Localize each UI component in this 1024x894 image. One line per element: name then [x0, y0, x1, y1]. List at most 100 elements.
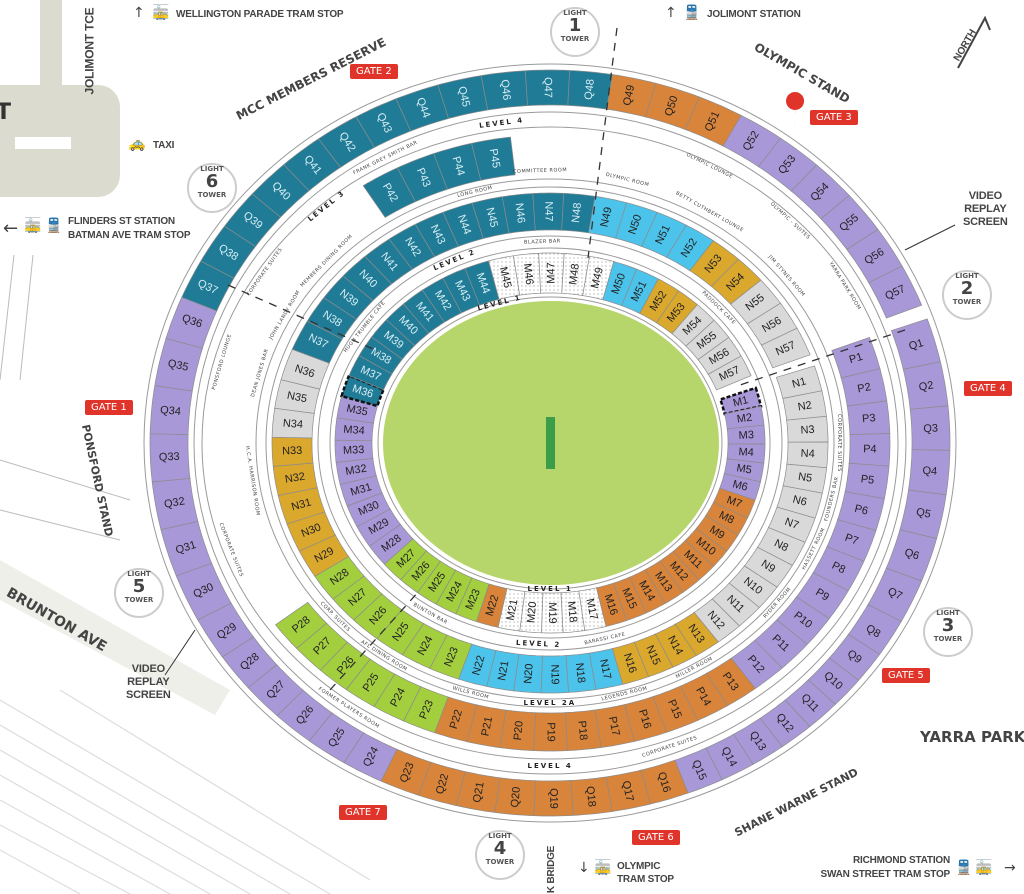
ring-outline [329, 247, 771, 639]
tower-light-label: LIGHT [936, 609, 960, 617]
section-label: Q7 [886, 585, 904, 602]
section-label: M33 [343, 444, 365, 457]
level-1-bottom-label: LEVEL 1 [527, 585, 573, 593]
section-label: N34 [282, 417, 303, 431]
tower-number: 3 [941, 615, 955, 636]
section-label: Q21 [471, 781, 487, 804]
section-label: Q4 [922, 465, 938, 478]
tower-sub-label: TOWER [952, 298, 982, 306]
section-label: P1 [848, 351, 864, 366]
section-label: Q32 [163, 495, 186, 510]
section-label: M6 [731, 478, 749, 493]
tower-sub-label: TOWER [124, 596, 154, 604]
section-label: Q22 [434, 772, 451, 795]
section-label: P3 [862, 412, 876, 425]
video-label: SCREEN [963, 216, 1008, 228]
section-label: M34 [343, 424, 365, 438]
section-m36[interactable] [340, 373, 386, 408]
section-label: P8 [830, 560, 847, 577]
section-label: N31 [290, 496, 313, 513]
section-label: M18 [565, 601, 579, 624]
section-label: N47 [542, 201, 554, 221]
section-label: N36 [293, 363, 316, 381]
tower-number: 2 [960, 278, 974, 299]
section-label: P5 [860, 473, 875, 487]
section-p28[interactable] [274, 601, 328, 649]
section-label: Q49 [621, 84, 637, 107]
section-label: Q6 [903, 546, 921, 562]
section-label: M4 [738, 446, 754, 459]
jolimont-station-label: JOLIMONT STATION [707, 9, 801, 20]
tower-light-label: LIGHT [127, 570, 151, 578]
batman-ave-tram-label: BATMAN AVE TRAM STOP [68, 230, 191, 241]
section-label: N6 [791, 494, 808, 509]
roads [0, 0, 371, 894]
video-label: SCREEN [126, 689, 171, 701]
section-n57[interactable] [760, 327, 811, 369]
section-label: Q47 [542, 77, 554, 98]
section-label: N3 [800, 424, 815, 437]
section-label: N8 [772, 537, 790, 554]
section-label: P19 [545, 722, 557, 742]
gate-5-badge: GATE 5 [882, 668, 930, 683]
olympic-tram-label-2: TRAM STOP [617, 874, 674, 885]
tower-sub-label: TOWER [197, 191, 227, 199]
tower-light-label: LIGHT [200, 165, 224, 173]
jolimont-tce-road [40, 0, 62, 100]
tower-number: 5 [132, 576, 146, 597]
section-label: M3 [738, 429, 754, 442]
tower-sub-label: TOWER [485, 858, 515, 866]
dashed-sector-lines [227, 27, 906, 691]
arrow-up-icon: ↑ [665, 5, 677, 21]
left-lines [0, 254, 131, 541]
section-label: Q16 [655, 771, 673, 794]
taxi-icon: 🚕 [128, 136, 146, 152]
section-label: Q19 [547, 788, 559, 809]
ring-outline [255, 178, 845, 708]
section-label: P45 [487, 148, 502, 169]
section-label: N4 [800, 448, 815, 461]
section-label: N7 [783, 516, 800, 532]
section-label: M32 [345, 463, 368, 478]
section-q57[interactable] [868, 265, 923, 319]
level-2a-label: LEVEL 2A [523, 699, 577, 707]
section-label: N35 [286, 390, 308, 406]
tower-sub-label: TOWER [933, 635, 963, 643]
train-icon: 🚆 [45, 218, 63, 234]
section-label: P6 [853, 503, 869, 518]
tower-light-label: LIGHT [488, 832, 512, 840]
arrow-up-icon: ↑ [133, 5, 145, 21]
video-label: REPLAY [127, 676, 170, 688]
section-label: N19 [548, 664, 560, 684]
section-label: M2 [736, 412, 753, 426]
olympic-tram-label-1: OLYMPIC [617, 861, 661, 872]
tower-number: 1 [568, 15, 582, 36]
section-m57[interactable] [707, 355, 752, 391]
ring-outlines [143, 63, 957, 823]
brunton-ave-road [0, 560, 230, 715]
section-label: Q17 [620, 780, 636, 803]
section-p45[interactable] [471, 136, 516, 181]
gate-1-badge: GATE 1 [85, 400, 133, 415]
section-label: M1 [732, 394, 750, 409]
ring-outline [377, 296, 723, 590]
ring-outline [317, 235, 783, 651]
section-label: M20 [525, 601, 539, 623]
section-label: M47 [545, 262, 557, 283]
jolimont-tce-label: JOLIMONT TCE [82, 7, 97, 95]
section-label: M35 [345, 403, 368, 419]
section-label: Q20 [509, 786, 523, 808]
pointer-lines [164, 15, 991, 676]
flinders-station-label: FLINDERS ST STATION [68, 216, 175, 227]
street-fragment-label: T [0, 100, 12, 125]
section-label: M7 [725, 494, 744, 511]
section-label: Q2 [918, 379, 934, 393]
video-label: REPLAY [964, 203, 1007, 215]
arrow-left-icon: ← [3, 218, 19, 239]
